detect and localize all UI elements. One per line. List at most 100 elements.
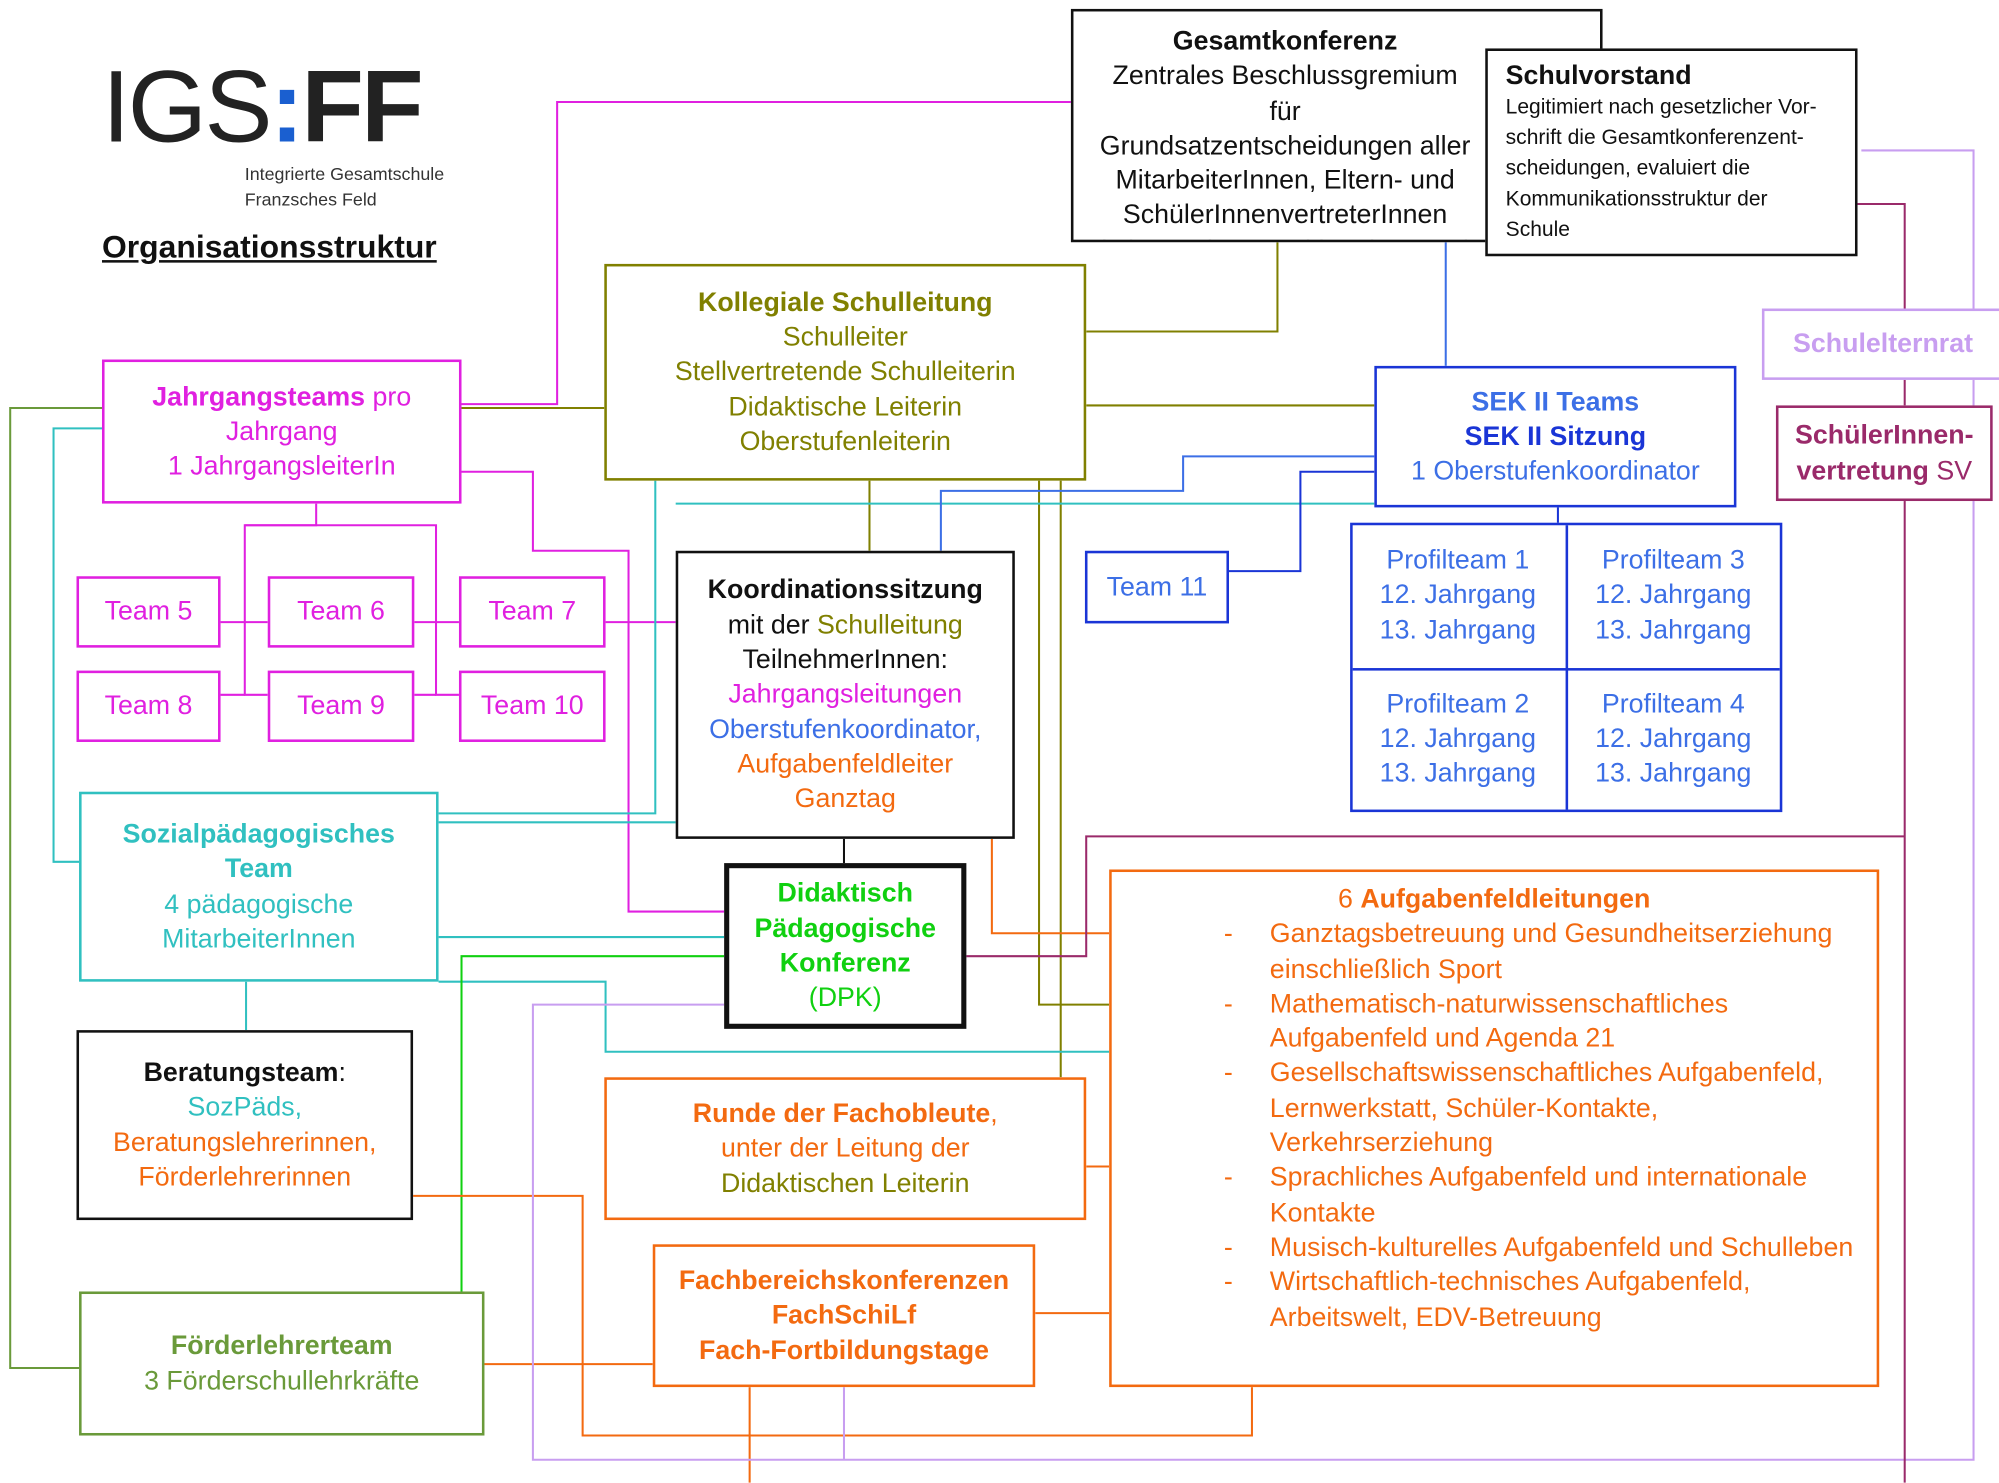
sozial-title-2: Team (224, 854, 293, 884)
schulvorstand-title: Schulvorstand (1505, 60, 1692, 90)
team-label: Team 5 (104, 596, 193, 626)
aufgabenfeld-item: Ganztagsbetreuung und Gesundheitserziehu… (1224, 917, 1853, 987)
profilteam-jahrgang: 13. Jahrgang (1379, 758, 1536, 789)
gesamtkonferenz-line: (mit erweiterter Mitbestimmung) (1094, 233, 1476, 240)
schulleitung-box: Kollegiale Schulleitung Schulleiter Stel… (604, 263, 1087, 481)
schulleitung-member: Stellvertretende Schulleiterin (674, 357, 1016, 387)
dpk-line: Konferenz (779, 948, 911, 978)
profilteam-1: Profilteam 1 12. Jahrgang 13. Jahrgang (1353, 525, 1563, 665)
dpk-line: Didaktisch (777, 878, 913, 909)
schulvorstand-line: Kommunikationsstruktur der (1505, 186, 1768, 210)
logo-line-2: Franzsches Feld (244, 189, 377, 210)
profilteams-grid (1350, 522, 1783, 813)
team-6-box: Team 6 (267, 576, 415, 648)
profilteam-jahrgang: 12. Jahrgang (1379, 580, 1536, 610)
item-line: Gesellschaftswissenschaftliches Aufgaben… (1269, 1058, 1824, 1089)
beratung-member: SozPäds, (187, 1092, 303, 1123)
sv-abbrev: SV (1928, 455, 1973, 486)
fachbereich-line: Fachbereichskonferenzen (678, 1266, 1010, 1296)
koordination-title: Koordinationssitzung (707, 575, 983, 605)
schulelternrat-title: Schulelternrat (1793, 328, 1974, 359)
profilteam-name: Profilteam 2 (1386, 689, 1530, 719)
team-label: Team 8 (104, 690, 193, 721)
item-line: Ganztagsbetreuung und Gesundheitserziehu… (1269, 919, 1833, 949)
koordination-participant: Ganztag (794, 784, 896, 814)
aufgabenfeld-item: Mathematisch-naturwissenschaftlichesAufg… (1224, 987, 1853, 1057)
sozial-title: Sozialpädagogisches (122, 819, 395, 849)
schulvorstand-line: Schule (1505, 217, 1570, 241)
koordination-participant: Jahrgangsleitungen (728, 679, 963, 710)
schulleitung-member: Schulleiter (782, 322, 908, 352)
sv-box: SchülerInnen- vertretung SV (1775, 405, 1993, 502)
schulleitung-member: Didaktische Leiterin (728, 392, 963, 422)
item-line: Kontakte (1269, 1197, 1376, 1228)
koordination-schulleitung: Schulleitung (816, 610, 963, 640)
sozial-line: 4 pädagogische (164, 889, 354, 919)
aufgabenfeld-item: Musisch-kulturelles Aufgabenfeld und Sch… (1224, 1230, 1853, 1265)
item-line: einschließlich Sport (1269, 954, 1502, 984)
fachbereich-line: Fach-Fortbildungstage (698, 1335, 990, 1365)
profilteam-jahrgang: 12. Jahrgang (1595, 723, 1752, 754)
item-line: Musisch-kulturelles Aufgabenfeld und Sch… (1269, 1232, 1854, 1263)
team-label: Team 9 (297, 690, 385, 721)
fachobleute-box: Runde der Fachobleute, unter der Leitung… (604, 1077, 1087, 1221)
team-7-box: Team 7 (458, 576, 606, 648)
fachbereichskonferenzen-box: Fachbereichskonferenzen FachSchiLf Fach-… (652, 1244, 1036, 1388)
jahrgangsteams-title: Jahrgangsteams (152, 381, 366, 412)
koordination-participants-label: TeilnehmerInnen: (742, 645, 948, 675)
aufgabenfeld-title: Aufgabenfeldleitungen (1360, 884, 1651, 915)
profilteam-4: Profilteam 4 12. Jahrgang 13. Jahrgang (1567, 668, 1780, 810)
beratungsteam-box: Beratungsteam: SozPäds, Beratungslehreri… (76, 1030, 414, 1221)
schulvorstand-box: Schulvorstand Legitimiert nach gesetzlic… (1485, 48, 1858, 257)
profilteam-jahrgang: 13. Jahrgang (1595, 758, 1752, 789)
aufgabenfeld-item: Wirtschaftlich-technisches Aufgabenfeld,… (1224, 1265, 1853, 1335)
aufgabenfeld-count: 6 (1337, 884, 1361, 915)
koordination-with: mit der (727, 610, 817, 640)
team-label: Team 7 (488, 596, 577, 626)
koordination-participant: Oberstufenkoordinator, (709, 714, 982, 745)
beratung-member: Förderlehrerinnen (138, 1162, 352, 1192)
gesamtkonferenz-line: Zentrales Beschlussgremium für (1112, 61, 1458, 126)
aufgabenfeldleitungen-box: 6 Aufgabenfeldleitungen Ganztagsbetreuun… (1109, 869, 1880, 1388)
item-line: Sprachliches Aufgabenfeld und internatio… (1269, 1163, 1808, 1193)
schulvorstand-line: Legitimiert nach gesetzlicher Vor- (1505, 95, 1817, 119)
gesamtkonferenz-line: MitarbeiterInnen, Eltern- und (1115, 165, 1455, 196)
gesamtkonferenz-line: Grundsatzentscheidungen aller (1099, 131, 1471, 161)
schulvorstand-line: schrift die Gesamtkonferenzent- (1505, 125, 1804, 149)
koordination-participant: Aufgabenfeldleiter (737, 749, 954, 779)
team-11-box: Team 11 (1084, 550, 1230, 624)
schulleitung-title: Kollegiale Schulleitung (697, 287, 993, 318)
beratung-title: Beratungsteam (143, 1058, 339, 1088)
aufgabenfeld-item: Sprachliches Aufgabenfeld und internatio… (1224, 1161, 1853, 1231)
logo-wordmark: IGS:FF (101, 49, 424, 164)
sek2-koordinator: 1 Oberstufenkoordinator (1411, 456, 1700, 486)
item-line: Mathematisch-naturwissenschaftliches (1269, 989, 1729, 1019)
dpk-abbrev: (DPK) (808, 983, 882, 1013)
sv-line-2: vertretung (1796, 455, 1929, 486)
team-9-box: Team 9 (267, 670, 415, 742)
schulelternrat-box: Schulelternrat (1761, 308, 1999, 380)
profilteam-name: Profilteam 3 (1601, 545, 1745, 576)
team-8-box: Team 8 (76, 670, 221, 742)
schulleitung-member: Oberstufenleiterin (739, 427, 951, 457)
profilteam-3: Profilteam 3 12. Jahrgang 13. Jahrgang (1567, 525, 1780, 665)
sv-line-1: SchülerInnen- (1795, 420, 1974, 451)
aufgabenfeld-item: Gesellschaftswissenschaftliches Aufgaben… (1224, 1056, 1853, 1160)
gesamtkonferenz-line: SchülerInnenvertreterInnen (1122, 200, 1448, 231)
item-line: Wirtschaftlich-technisches Aufgabenfeld, (1269, 1267, 1751, 1297)
fachobleute-line: unter der Leitung der (720, 1133, 970, 1164)
foerder-line: 3 Förderschullehrkräfte (144, 1366, 420, 1396)
jahrgangsteams-box: Jahrgangsteams pro Jahrgang 1 Jahrgangsl… (101, 359, 462, 504)
aufgabenfeld-list: Ganztagsbetreuung und Gesundheitserziehu… (1224, 917, 1853, 1335)
profilteam-2: Profilteam 2 12. Jahrgang 13. Jahrgang (1353, 668, 1563, 810)
logo-line-1: Integrierte Gesamtschule (244, 163, 445, 184)
foerder-title: Förderlehrerteam (170, 1331, 393, 1361)
team-10-box: Team 10 (458, 670, 606, 742)
item-line: Aufgabenfeld und Agenda 21 (1269, 1023, 1616, 1054)
fachobleute-title: Runde der Fachobleute (692, 1099, 991, 1129)
page-title: Organisationsstruktur (101, 229, 437, 266)
jahrgangsteams-line: 1 JahrgangsleiterIn (167, 451, 396, 481)
school-logo: IGS:FF (101, 49, 424, 164)
sozialpaedagogisches-team-box: Sozialpädagogisches Team 4 pädagogische … (79, 791, 439, 982)
